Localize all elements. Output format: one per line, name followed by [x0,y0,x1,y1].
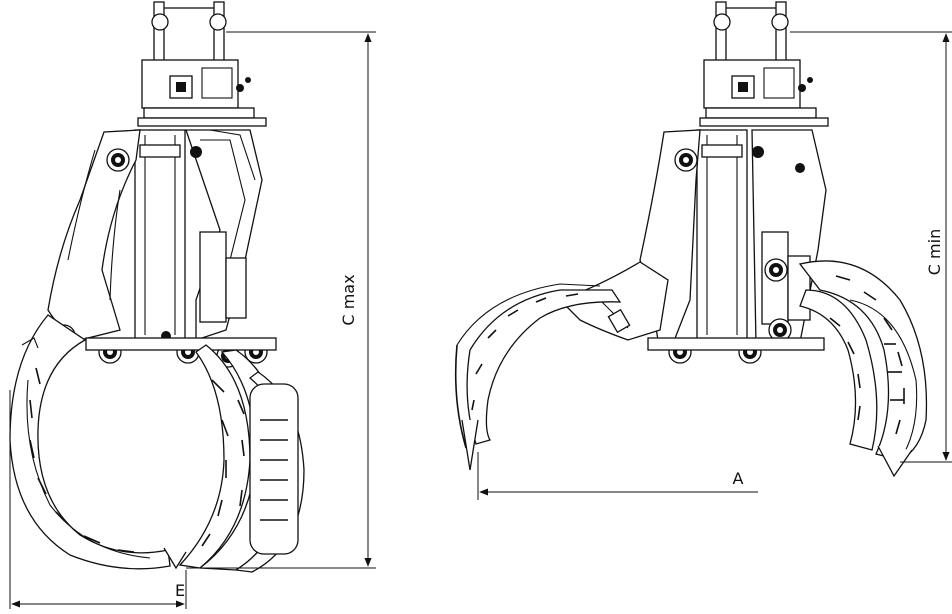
closed-grapple [9,1,305,573]
dimension-a [477,452,758,500]
rotator-mount-right [699,1,829,127]
rotator-mount-left [137,1,267,127]
dimension-c-max [186,31,376,569]
center-column-right [696,129,748,341]
label-a: A [733,469,744,488]
left-jaw-shell [9,314,171,570]
label-e: E [175,581,185,600]
dimension-e [9,390,187,609]
right-jaw-shell-inner-open [799,289,878,451]
open-grapple [454,1,928,478]
dimension-c-min [790,31,952,463]
right-jaw-shell-outer-open [798,260,928,461]
label-c-min: C min [925,229,944,275]
label-c-max: C max [339,274,358,325]
center-column-left [134,129,186,341]
